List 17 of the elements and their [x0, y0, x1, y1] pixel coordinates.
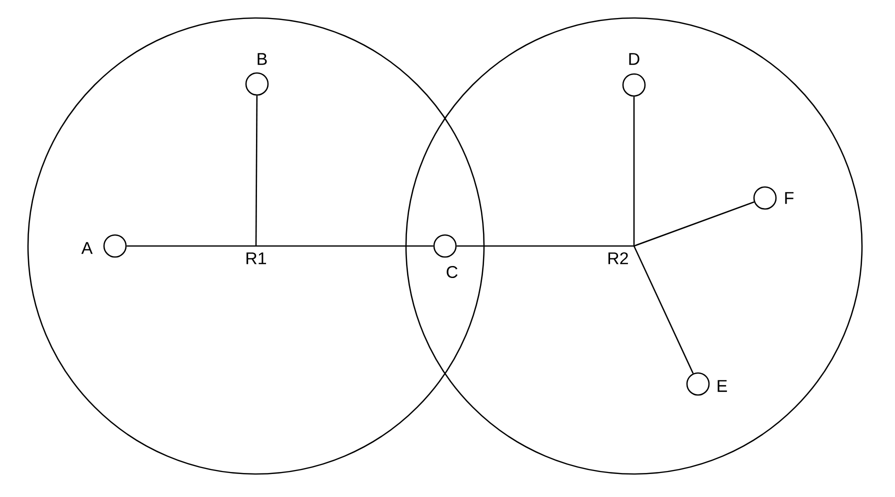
- connecting-line: [633, 96, 635, 246]
- connecting-line: [126, 245, 256, 247]
- letter-label: F: [785, 192, 794, 204]
- connecting-line: [456, 245, 634, 247]
- letter-label: A: [81, 242, 93, 254]
- connecting-line: [634, 201, 754, 247]
- letter-label: E: [718, 380, 727, 392]
- connecting-line: [633, 246, 694, 374]
- connecting-line: [255, 96, 258, 246]
- junction-label: R2: [608, 252, 628, 264]
- junction-label: R1: [246, 252, 266, 264]
- connecting-line: [256, 245, 434, 247]
- letter-label: B: [258, 53, 267, 65]
- letter-label: D: [629, 53, 640, 65]
- large-circle: [405, 17, 863, 475]
- large-circle: [27, 17, 485, 475]
- letter-label: C: [446, 266, 458, 278]
